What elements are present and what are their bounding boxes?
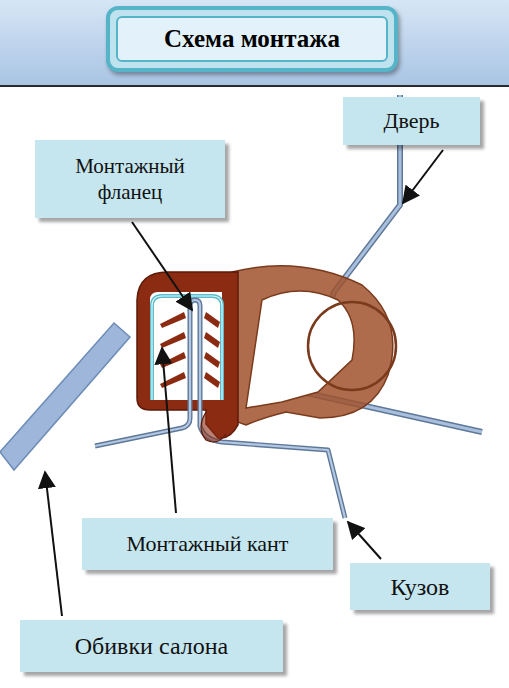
fin xyxy=(204,372,220,388)
leader-line xyxy=(348,522,381,559)
body-panel-edge xyxy=(95,300,345,518)
fin xyxy=(160,332,186,348)
fin xyxy=(204,352,220,368)
label-box: Обивки салона xyxy=(20,620,283,672)
label-box: Монтажный кант xyxy=(82,518,333,570)
title-box: Схема монтажа xyxy=(106,6,398,72)
seal-bulb xyxy=(232,266,393,425)
bulb-loop xyxy=(308,302,396,390)
body-panel xyxy=(95,300,345,518)
trim-panel xyxy=(0,323,130,470)
title-text: Схема монтажа xyxy=(164,25,340,53)
part-label: Кузов xyxy=(391,572,450,602)
fin xyxy=(204,332,220,348)
seal-lip xyxy=(201,412,226,442)
title-frame: Схема монтажа xyxy=(116,16,388,62)
leader-line xyxy=(132,222,192,310)
label-box: Дверь xyxy=(343,97,480,145)
part-label: Монтажный фланец xyxy=(53,153,207,206)
leader-line xyxy=(162,348,176,513)
seal-channel xyxy=(150,292,222,400)
fin xyxy=(204,312,220,328)
label-box: Монтажный фланец xyxy=(35,140,225,218)
part-label: Монтажный кант xyxy=(127,530,289,558)
leader-line xyxy=(45,472,62,616)
leader-line xyxy=(403,150,443,203)
part-label: Дверь xyxy=(383,107,439,135)
bulb-cavity xyxy=(246,291,354,408)
part-label: Обивки салона xyxy=(75,631,229,661)
label-box: Кузов xyxy=(350,563,490,610)
fin xyxy=(160,312,186,328)
